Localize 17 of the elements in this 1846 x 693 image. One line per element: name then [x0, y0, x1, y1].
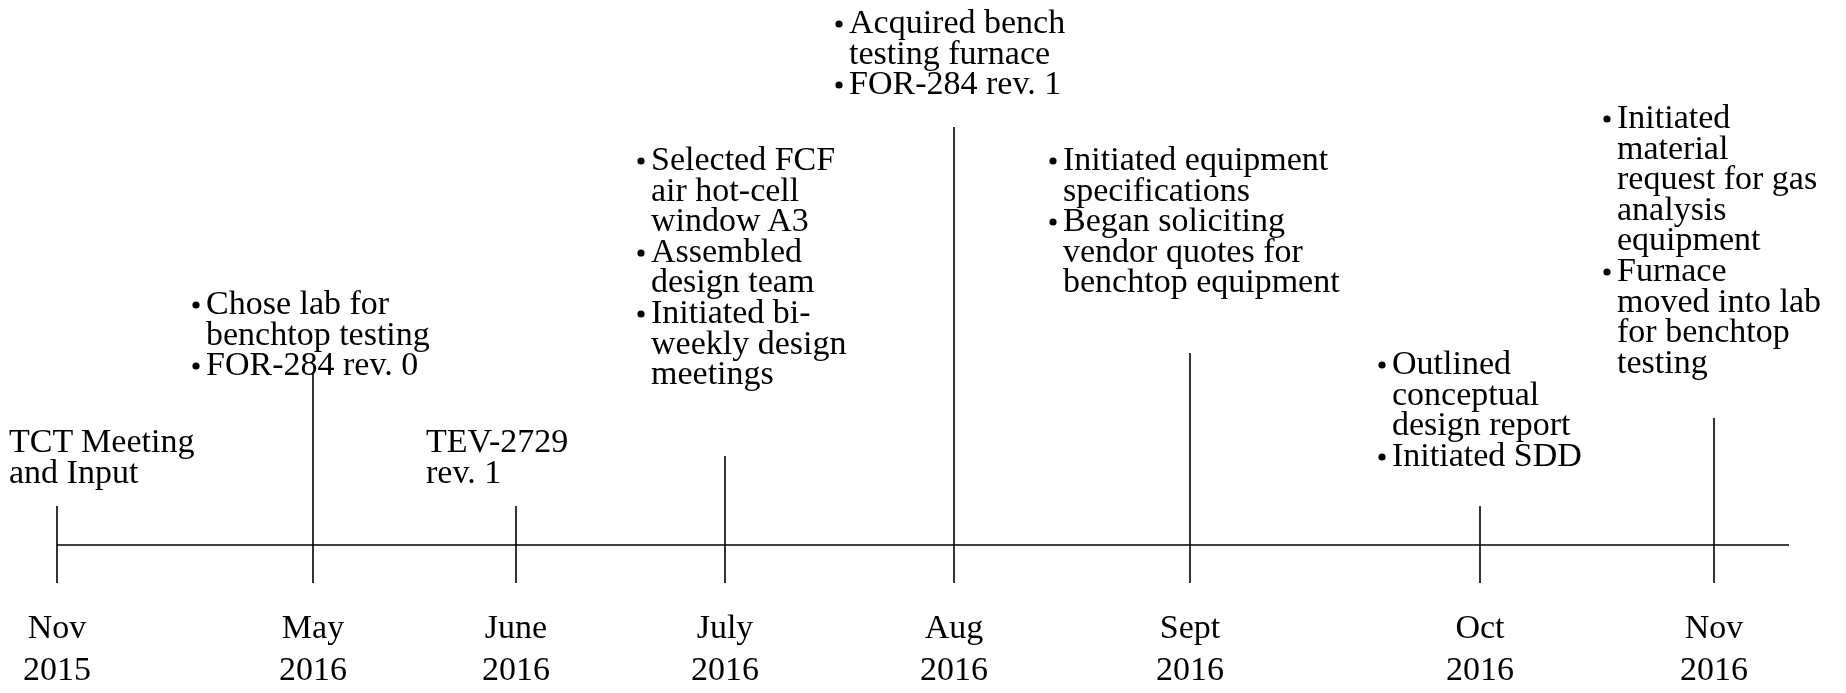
date-label: July 2016: [691, 607, 759, 689]
date-label: Nov 2015: [23, 607, 91, 689]
bullet-item: Selected FCF air hot-cell window A3: [651, 144, 837, 236]
date-label: May 2016: [279, 607, 347, 689]
bullet-item: Acquired bench testing furnace: [849, 7, 1067, 69]
event-note: TEV-2729 rev. 1: [426, 426, 570, 488]
bullet-item: Initiated equipment specifications: [1063, 144, 1330, 206]
date-label: Aug 2016: [920, 607, 988, 689]
date-label: Nov 2016: [1680, 607, 1748, 689]
bullet-item: Assembled design team: [651, 235, 816, 297]
date-label: Sept 2016: [1156, 607, 1224, 689]
bullet-item: Outlined conceptual design report: [1392, 348, 1572, 440]
event-note: TCT Meeting and Input: [9, 426, 196, 488]
date-label: Oct 2016: [1446, 607, 1514, 689]
bullet-item: Chose lab for benchtop testing: [206, 288, 431, 350]
date-label: June 2016: [482, 607, 550, 689]
bullet-item: Initiated material request for gas analysis equipment: [1617, 102, 1819, 255]
